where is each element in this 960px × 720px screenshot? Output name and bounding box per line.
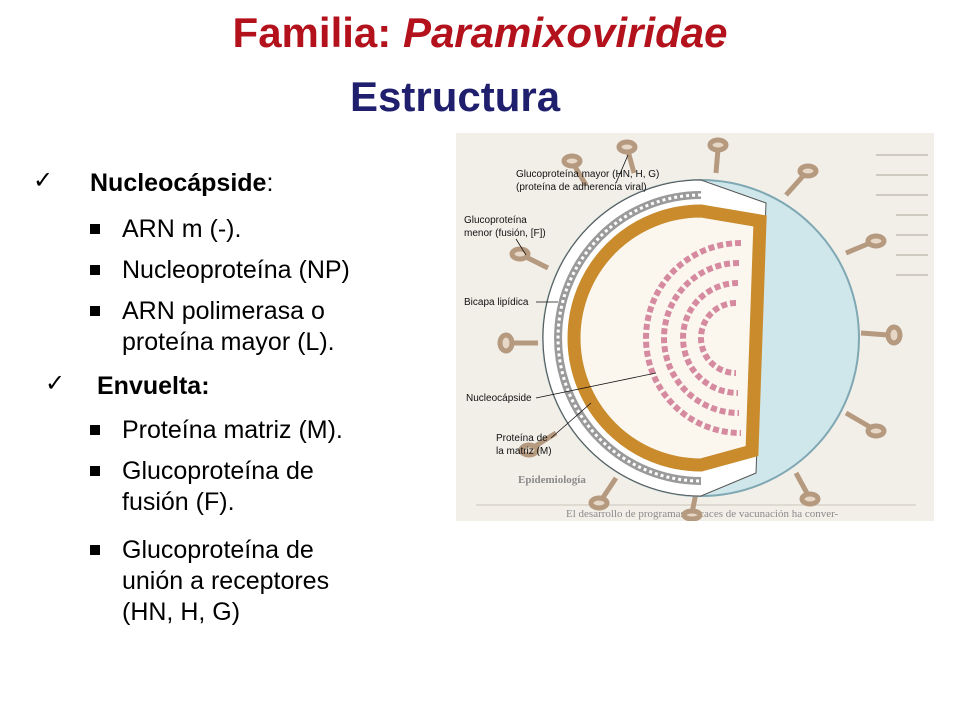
label-nucleocapsid: Nucleocápside (466, 393, 532, 404)
bullet-square-icon (90, 466, 100, 476)
epidemiology-heading: Epidemiología (518, 474, 586, 486)
paramyxovirus-diagram: Epidemiología El desarrollo de programas… (456, 133, 934, 521)
list-item: Proteína matriz (M). (122, 416, 343, 444)
list-item: Nucleoproteína (NP) (122, 256, 350, 284)
label-glyco-major: Glucoproteína mayor (HN, H, G) (516, 169, 659, 180)
list-item-continuation: proteína mayor (L). (122, 328, 335, 356)
bullet-square-icon (90, 265, 100, 275)
nucleocapsid-helix (643, 240, 742, 436)
list-item: Glucoproteína de (122, 536, 314, 564)
list-item-continuation: unión a receptores (122, 567, 330, 595)
list-item: ARN polimerasa o (122, 297, 325, 325)
title-prefix: Familia: (232, 9, 403, 56)
list-item-continuation: fusión (F). (122, 488, 235, 516)
label-matrix: Proteína de (496, 433, 548, 444)
label-glyco-minor-2: menor (fusión, [F]) (464, 228, 546, 239)
label-bilayer: Bicapa lipídica (464, 297, 529, 308)
matrix-protein-layer (567, 204, 767, 472)
slide-subtitle: Estructura (350, 73, 561, 120)
label-glyco-minor: Glucoproteína (464, 215, 527, 226)
section-heading-nucleocapside: Nucleocápside: (90, 168, 273, 198)
label-matrix-2: la matriz (M) (496, 446, 552, 457)
section-heading-envuelta: Envuelta: (97, 372, 210, 400)
bullet-square-icon (90, 425, 100, 435)
checkmark-icon: ✓ (33, 167, 54, 194)
bullet-square-icon (90, 224, 100, 234)
figure-labels: Glucoproteína mayor (HN, H, G) (proteína… (464, 154, 659, 457)
heading-text: Nucleocápside (90, 169, 267, 197)
list-item: Glucoproteína de (122, 457, 314, 485)
bullet-square-icon (90, 545, 100, 555)
title-family: Paramixoviridae (402, 9, 728, 56)
list-item: ARN m (-). (122, 215, 242, 243)
glycoprotein-spikes (497, 137, 903, 521)
checkmark-icon: ✓ (45, 370, 66, 397)
label-glyco-major-2: (proteína de adherencia viral) (516, 182, 647, 193)
bullet-square-icon (90, 306, 100, 316)
list-item-continuation: (HN, H, G) (122, 598, 241, 626)
heading-suffix: : (266, 169, 274, 197)
slide-title: Familia: Paramixoviridae (0, 8, 960, 58)
